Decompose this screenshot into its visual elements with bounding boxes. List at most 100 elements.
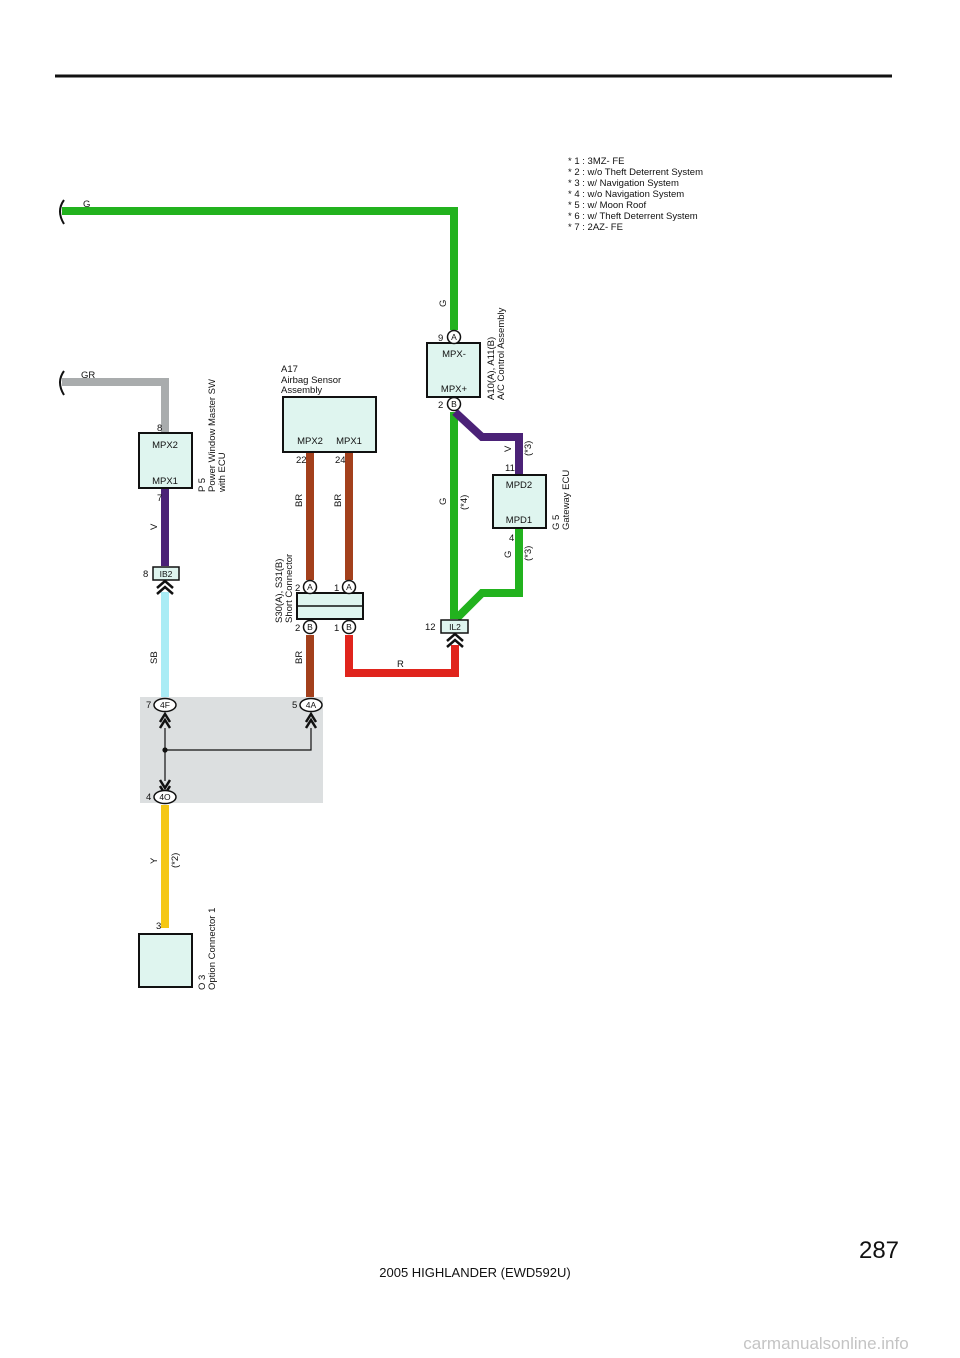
ac-conn-bottom-circle (446, 396, 462, 412)
wire-label-g-gateway: G (438, 498, 449, 505)
short-pin-b-left: 2 (295, 623, 300, 634)
wire-cond-g-gateway: (*4) (459, 495, 470, 510)
ib2-pin: 8 (143, 569, 148, 580)
short-conn-b-left-circle (302, 619, 318, 635)
wire-r (345, 635, 459, 677)
note-4: * 4 : w/o Navigation System (568, 189, 684, 200)
wire-label-v-ac: V (503, 445, 514, 452)
short-conn-a-left: A (307, 582, 313, 592)
watermark: carmanualsonline.info (743, 1334, 908, 1353)
notes-list: * 1 : 3MZ- FE * 2 : w/o Theft Deterrent … (568, 156, 703, 233)
p5-name-2: with ECU (217, 452, 228, 493)
ac-code: A10(A), A11(B) (486, 337, 497, 400)
junction-line-4a (165, 728, 312, 751)
a17-component-box (282, 396, 377, 453)
g5-term-bottom: MPD1 (506, 515, 532, 526)
short-code: S30(A), S31(B) (274, 559, 285, 623)
short-conn-a-right: A (346, 582, 352, 592)
g5-component-box (492, 474, 547, 529)
il2-label: IL2 (449, 622, 461, 632)
wire-label-g-top: G (83, 199, 90, 210)
ac-conn-top-circle (446, 329, 462, 345)
break-mark-g (59, 199, 65, 225)
short-conn-a-left-circle (302, 579, 318, 595)
wire-label-g-mpd1: G (503, 551, 514, 558)
wire-label-v-p5: V (149, 523, 160, 530)
ib2-connector-box (152, 566, 180, 581)
a17-code: A17 (281, 364, 298, 375)
c4f-pin: 7 (146, 700, 151, 711)
a17-pin-right: 24 (335, 455, 346, 466)
o3-code: O 3 (197, 975, 208, 990)
ac-name: A/C Control Assembly (496, 307, 507, 400)
c4f-label: 4F (160, 700, 170, 710)
wire-label-br-24: BR (333, 494, 344, 507)
a17-pin-left: 22 (296, 455, 307, 466)
c4a-label: 4A (306, 700, 317, 710)
wire-label-br-22: BR (294, 494, 305, 507)
a17-term-left: MPX2 (297, 436, 323, 447)
wire-label-y: Y (149, 857, 160, 864)
wire-label-sb: SB (149, 651, 160, 664)
note-5: * 5 : w/ Moon Roof (568, 200, 647, 211)
short-name: Short Connector (284, 554, 295, 623)
c4f-connector-oval (153, 697, 177, 713)
g5-pin-bottom: 4 (509, 533, 514, 544)
p5-component-box (138, 432, 193, 489)
short-conn-b-left: B (307, 622, 313, 632)
p5-code: P 5 (197, 478, 208, 492)
wire-v-ac (452, 409, 523, 475)
ib2-chevron-icon (156, 579, 174, 595)
a17-term-right: MPX1 (336, 436, 362, 447)
p5-pin-bottom: 7 (157, 493, 162, 504)
a17-name-1: Airbag Sensor (281, 375, 341, 386)
g5-name: Gateway ECU (561, 470, 572, 530)
wire-cond-y: (*2) (170, 853, 181, 868)
il2-chevron-icon (446, 632, 464, 648)
wire-label-r: R (397, 659, 404, 670)
c4f-chevron-icon (158, 711, 172, 729)
g5-term-top: MPD2 (506, 480, 532, 491)
short-conn-b-right: B (346, 622, 352, 632)
o3-component-box (138, 933, 193, 988)
ib2-label: IB2 (160, 569, 173, 579)
c4a-pin: 5 (292, 700, 297, 711)
note-6: * 6 : w/ Theft Deterrent System (568, 211, 698, 222)
short-conn-b-right-circle (341, 619, 357, 635)
note-3: * 3 : w/ Navigation System (568, 178, 679, 189)
p5-name-1: Power Window Master SW (207, 379, 218, 492)
ac-pin-bottom: 2 (438, 400, 443, 411)
note-2: * 2 : w/o Theft Deterrent System (568, 167, 703, 178)
c4o-label: 4O (159, 792, 171, 802)
p5-term-bottom: MPX1 (152, 476, 178, 487)
short-pin-a-right: 1 (334, 583, 339, 594)
wire-g-mpd1 (454, 528, 523, 621)
wire-g-top (62, 207, 458, 330)
p5-term-top: MPX2 (152, 440, 178, 451)
c4a-chevron-icon (304, 711, 318, 729)
wire-gr (62, 378, 169, 432)
o3-pin-top: 3 (156, 921, 161, 932)
o3-name: Option Connector 1 (207, 908, 218, 990)
footer-title: 2005 HIGHLANDER (EWD592U) (379, 1265, 570, 1280)
ac-term-bottom: MPX+ (441, 384, 468, 395)
break-mark-gr (59, 370, 65, 396)
short-conn-a-right-circle (341, 579, 357, 595)
wire-cond-g-mpd1: (*3) (523, 546, 534, 561)
c4o-connector-oval (153, 789, 177, 805)
c4a-connector-oval (299, 697, 323, 713)
ac-term-top: MPX- (442, 349, 466, 360)
g5-code: G 5 (551, 515, 562, 530)
il2-pin: 12 (425, 622, 436, 633)
short-pin-b-right: 1 (334, 623, 339, 634)
a17-name-2: Assembly (281, 385, 322, 396)
wire-cond-v-ac: (*3) (523, 441, 534, 456)
ac-pin-top: 9 (438, 333, 443, 344)
note-7: * 7 : 2AZ- FE (568, 222, 623, 233)
ac-conn-bottom: B (451, 399, 457, 409)
g5-pin-top: 11 (505, 463, 515, 474)
wire-label-gr: GR (81, 370, 95, 381)
wire-label-br-bottom: BR (294, 651, 305, 664)
page-number: 287 (859, 1237, 899, 1264)
